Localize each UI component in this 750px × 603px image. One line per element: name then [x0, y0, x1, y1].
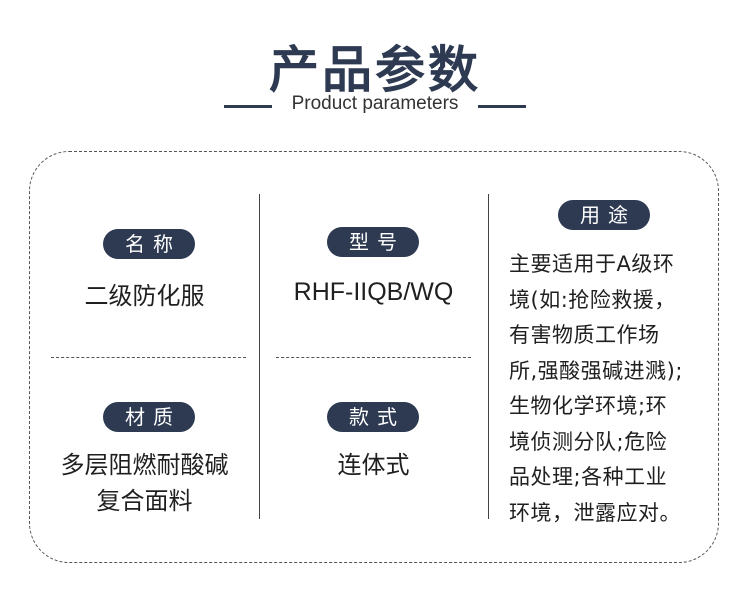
name-value: 二级防化服 [84, 282, 205, 310]
usage-line: 境侦测分队;危险 [509, 429, 668, 454]
material-label-badge: 材质 [103, 402, 195, 432]
header: 产品参数 Product parameters [0, 0, 750, 140]
material-value: 多层阻燃耐酸碱 复合面料 [30, 447, 259, 519]
row-divider-2 [276, 357, 471, 358]
material-value-line-1: 多层阻燃耐酸碱 [60, 451, 229, 479]
usage-line: 有害物质工作场 [509, 323, 660, 347]
column-divider-1 [259, 194, 260, 519]
subtitle-row: Product parameters [0, 93, 750, 119]
usage-line: 品处理;各种工业 [509, 465, 668, 489]
subtitle-rule-left [224, 105, 272, 108]
usage-label-badge: 用途 [558, 200, 650, 230]
row-divider-1 [51, 357, 246, 358]
usage-text: 主要适用于A级环 境(如:抢险救援， 有害物质工作场 所,强酸强碱进溅); 生物… [509, 247, 709, 531]
column-divider-2 [488, 194, 489, 519]
usage-line: 生物化学环境;环 [509, 394, 668, 418]
usage-line: 所,强酸强碱进溅); [509, 358, 683, 383]
name-label-badge: 名称 [103, 229, 195, 259]
material-value-line-2: 复合面料 [96, 487, 193, 515]
page-subtitle: Product parameters [291, 93, 459, 114]
model-label-badge: 型号 [327, 227, 419, 257]
style-label-badge: 款式 [327, 402, 419, 432]
style-value: 连体式 [337, 451, 410, 479]
model-value: RHF-IIQB/WQ [293, 278, 454, 306]
params-card: 名称 二级防化服 型号 RHF-IIQB/WQ 材质 多层阻燃耐酸碱 复合面料 … [29, 151, 719, 563]
subtitle-rule-right [478, 105, 526, 108]
usage-line: 主要适用于A级环 [509, 252, 675, 276]
page-title: 产品参数 [269, 41, 481, 99]
usage-line: 环境，泄露应对。 [509, 500, 681, 525]
usage-line: 境(如:抢险救援， [509, 287, 676, 312]
